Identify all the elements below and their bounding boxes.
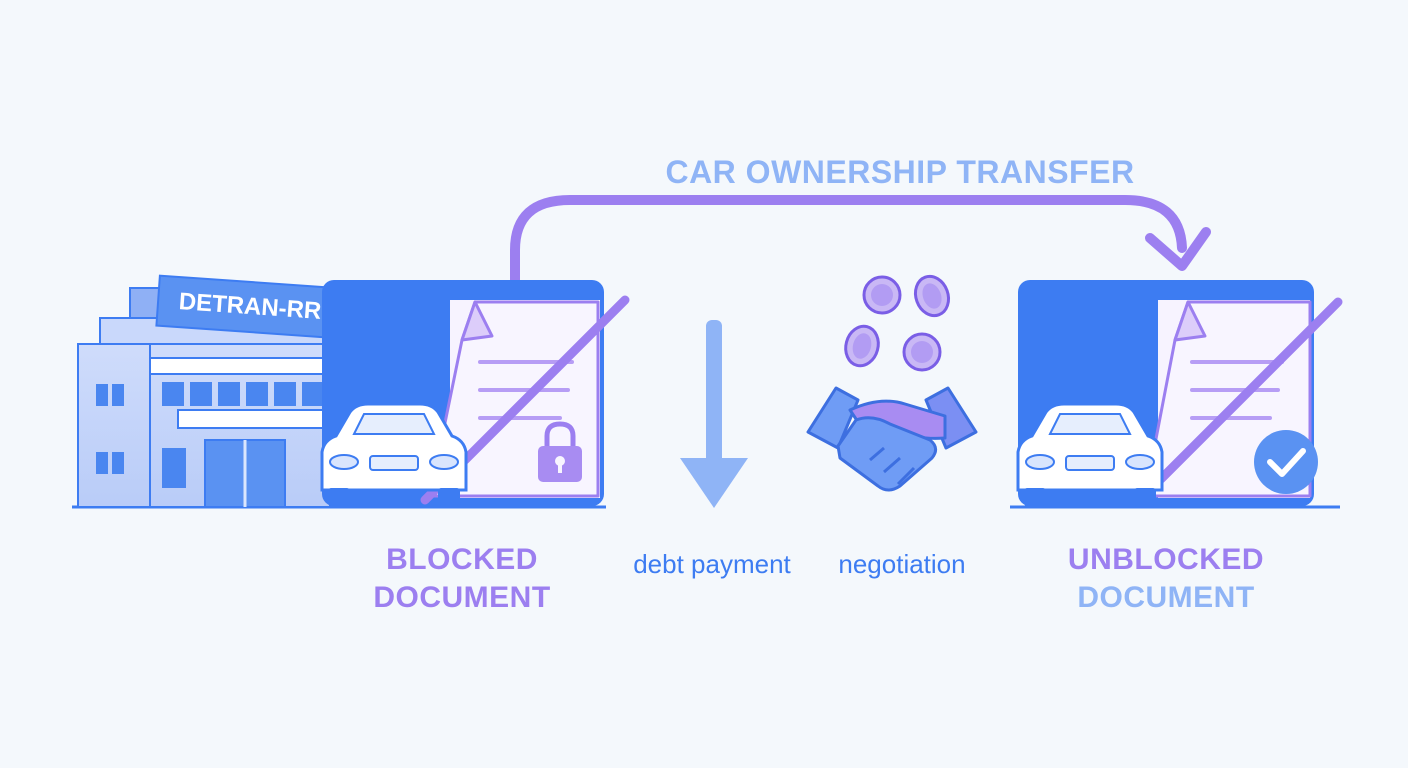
building-icon: [77, 274, 346, 508]
negotiation-label: negotiation: [838, 549, 966, 579]
padlock-icon: [538, 421, 582, 482]
coins-icon: [844, 274, 951, 372]
down-arrow-icon: [680, 320, 748, 508]
blocked-label-line1: BLOCKED: [386, 543, 538, 576]
debt-payment-label: debt payment: [633, 549, 791, 579]
handshake-icon: [806, 386, 978, 492]
car-icon: [1016, 402, 1164, 506]
unblocked-label-line1: UNBLOCKED: [1067, 543, 1265, 576]
curved-arrow-icon: [510, 195, 1211, 287]
car-icon: [320, 402, 468, 506]
blocked-label-line2: DOCUMENT: [373, 581, 551, 614]
diagram-title: CAR OWNERSHIP TRANSFER: [665, 154, 1135, 190]
unblocked-label-line2: DOCUMENT: [1077, 581, 1255, 614]
checkmark-icon: [1254, 430, 1318, 494]
